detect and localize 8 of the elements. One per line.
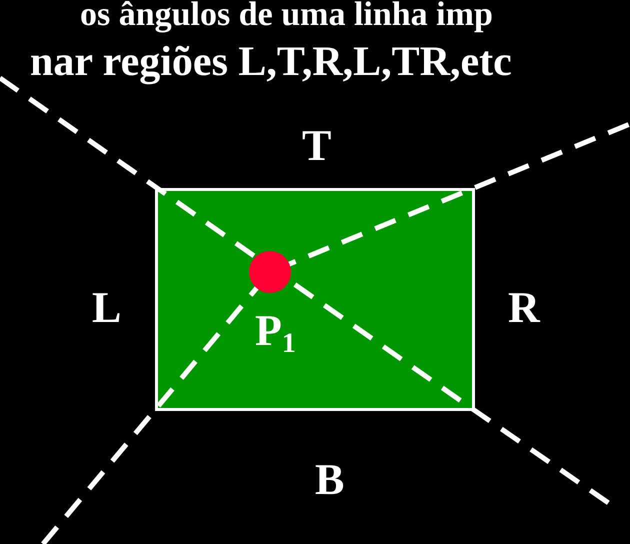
region-label: L (92, 282, 122, 334)
title-text: os ângulos de uma linha imp (80, 0, 493, 35)
region-label: B (315, 454, 344, 506)
title-text: nar regiões L,T,R,L,TR,etc (30, 38, 512, 87)
point-label: P$_{1}$ (255, 309, 296, 353)
region-rectangle (155, 188, 475, 411)
region-label: T (302, 120, 332, 172)
region-label: R (508, 282, 540, 334)
